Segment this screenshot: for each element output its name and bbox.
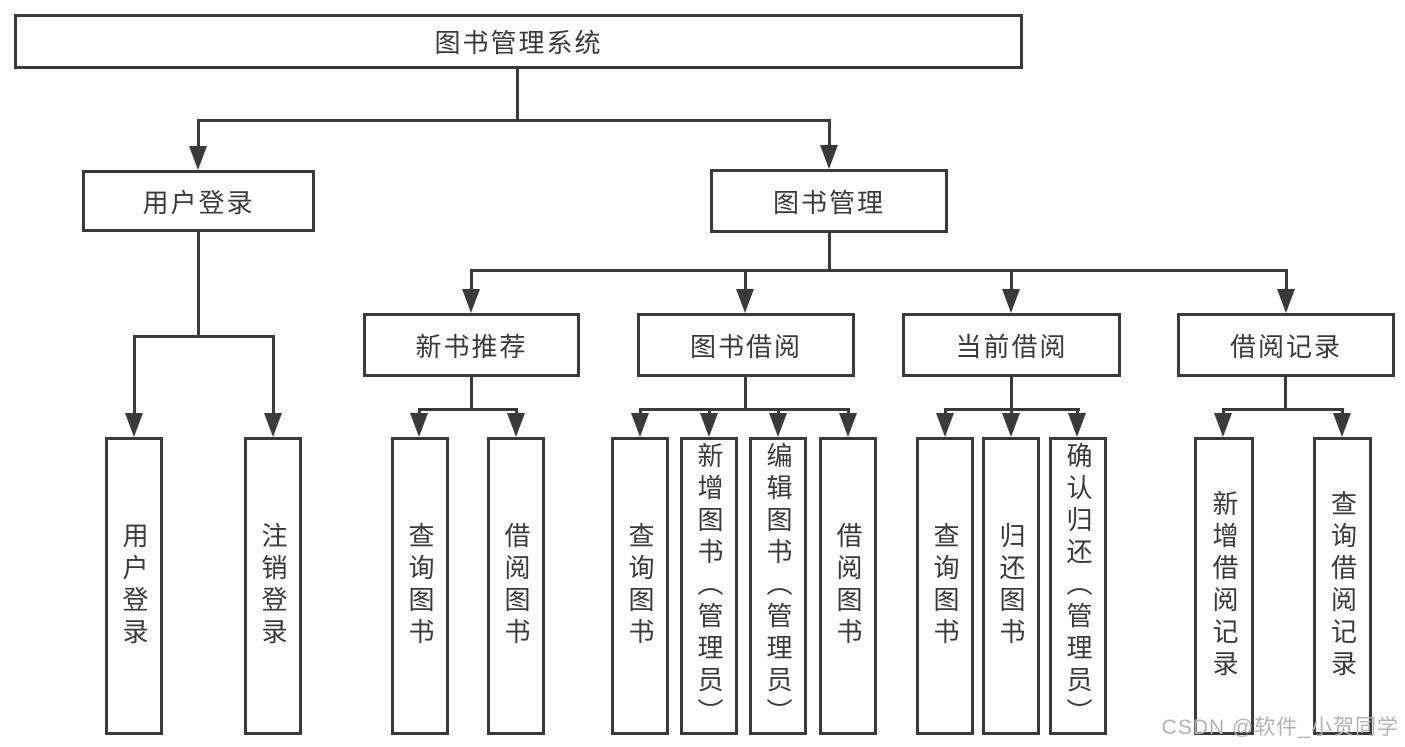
node-library-system: 图书管理系统 bbox=[14, 14, 1023, 69]
arrow-down-icon bbox=[1214, 413, 1232, 437]
connector-drop-leaf bbox=[272, 335, 275, 417]
leaf-cb-confirm-return-admin: 确认归还（管理员） bbox=[1049, 437, 1107, 735]
connector-level2-hline bbox=[197, 119, 831, 122]
connector-drop-leaf bbox=[1076, 408, 1079, 417]
leaf-logout: 注销登录 bbox=[244, 437, 302, 735]
node-label: 查询图书 bbox=[625, 522, 655, 650]
connector-drop-current-borrow bbox=[1010, 269, 1013, 293]
connector-drop-book-mgmt bbox=[828, 119, 831, 150]
arrow-down-icon bbox=[1002, 289, 1020, 313]
node-current-borrow: 当前借阅 bbox=[902, 313, 1121, 377]
leaf-bb-add-books-admin: 新增图书（管理员） bbox=[680, 437, 738, 735]
node-label: 确认归还（管理员） bbox=[1063, 442, 1093, 730]
arrow-down-icon bbox=[507, 413, 525, 437]
arrow-down-icon bbox=[1277, 289, 1295, 313]
node-label: 借阅图书 bbox=[501, 522, 531, 650]
connector-book-mgmt-vline bbox=[828, 233, 831, 272]
arrow-down-icon bbox=[125, 413, 143, 437]
arrow-down-icon bbox=[736, 289, 754, 313]
node-label: 新增借阅记录 bbox=[1209, 490, 1239, 682]
arrow-down-icon bbox=[1068, 413, 1086, 437]
connector-new-book-vline bbox=[470, 377, 473, 411]
node-label: 当前借阅 bbox=[955, 331, 1068, 362]
node-label: 图书管理 bbox=[772, 187, 885, 218]
arrow-down-icon bbox=[410, 413, 428, 437]
arrow-down-icon bbox=[1333, 413, 1351, 437]
connector-drop-leaf bbox=[1010, 408, 1013, 417]
leaf-cb-return-books: 归还图书 bbox=[982, 437, 1040, 735]
node-label: 借阅记录 bbox=[1229, 331, 1342, 362]
connector-new-book-hline bbox=[418, 408, 518, 411]
arrow-down-icon bbox=[631, 413, 649, 437]
node-label: 图书管理系统 bbox=[434, 28, 603, 58]
connector-drop-leaf bbox=[133, 335, 136, 417]
arrow-down-icon bbox=[769, 413, 787, 437]
connector-current-borrow-vline bbox=[1010, 377, 1013, 411]
arrow-down-icon bbox=[839, 413, 857, 437]
node-label: 新书推荐 bbox=[415, 331, 528, 362]
connector-borrow-records-vline bbox=[1284, 377, 1287, 411]
node-label: 新增图书（管理员） bbox=[694, 442, 724, 730]
connector-drop-new-book bbox=[470, 269, 473, 293]
leaf-nb-query-books: 查询图书 bbox=[391, 437, 449, 735]
connector-drop-leaf bbox=[1341, 408, 1344, 417]
arrow-down-icon bbox=[700, 413, 718, 437]
leaf-bb-edit-books-admin: 编辑图书（管理员） bbox=[749, 437, 807, 735]
leaf-br-query-record: 查询借阅记录 bbox=[1313, 437, 1372, 735]
node-book-management: 图书管理 bbox=[710, 169, 948, 233]
node-label: 编辑图书（管理员） bbox=[763, 442, 793, 730]
leaf-nb-borrow-books: 借阅图书 bbox=[487, 437, 545, 735]
arrow-down-icon bbox=[1002, 413, 1020, 437]
connector-drop-borrow-records bbox=[1285, 269, 1288, 293]
arrow-down-icon bbox=[264, 413, 282, 437]
connector-drop-leaf bbox=[708, 408, 711, 417]
connector-drop-leaf bbox=[515, 408, 518, 417]
connector-user-login-vline bbox=[197, 232, 200, 338]
connector-drop-leaf bbox=[418, 408, 421, 417]
node-label: 用户登录 bbox=[119, 522, 149, 650]
connector-drop-leaf bbox=[1222, 408, 1225, 417]
connector-drop-user-login bbox=[197, 119, 200, 150]
node-label: 查询图书 bbox=[405, 522, 435, 650]
connector-root-vline bbox=[516, 69, 519, 119]
node-new-book-recommend: 新书推荐 bbox=[363, 313, 580, 377]
node-user-login: 用户登录 bbox=[82, 170, 315, 232]
connector-drop-leaf bbox=[944, 408, 947, 417]
leaf-cb-query-books: 查询图书 bbox=[916, 437, 974, 735]
connector-book-borrow-vline bbox=[744, 377, 747, 411]
connector-user-login-hline bbox=[133, 335, 275, 338]
connector-drop-book-borrow bbox=[744, 269, 747, 293]
connector-book-borrow-hline bbox=[639, 408, 850, 411]
watermark: CSDN @软件_小贺同学 bbox=[1161, 716, 1399, 739]
arrow-down-icon bbox=[462, 289, 480, 313]
node-label: 图书借阅 bbox=[689, 331, 802, 362]
node-label: 借阅图书 bbox=[833, 522, 863, 650]
connector-level3-hline bbox=[470, 269, 1288, 272]
node-borrow-records: 借阅记录 bbox=[1177, 313, 1395, 377]
node-label: 查询图书 bbox=[930, 522, 960, 650]
connector-borrow-records-hline bbox=[1222, 408, 1344, 411]
leaf-bb-borrow-books: 借阅图书 bbox=[819, 437, 877, 735]
node-label: 注销登录 bbox=[258, 522, 288, 650]
leaf-user-login: 用户登录 bbox=[105, 437, 163, 735]
node-book-borrow: 图书借阅 bbox=[637, 313, 855, 377]
node-label: 查询借阅记录 bbox=[1327, 490, 1358, 682]
connector-drop-leaf bbox=[639, 408, 642, 417]
connector-drop-leaf bbox=[847, 408, 850, 417]
node-label: 归还图书 bbox=[996, 522, 1026, 650]
arrow-down-icon bbox=[189, 146, 207, 170]
leaf-bb-query-books: 查询图书 bbox=[611, 437, 669, 735]
arrow-down-icon bbox=[820, 145, 838, 169]
arrow-down-icon bbox=[936, 413, 954, 437]
connector-drop-leaf bbox=[777, 408, 780, 417]
leaf-br-add-record: 新增借阅记录 bbox=[1194, 437, 1254, 735]
node-label: 用户登录 bbox=[142, 187, 255, 218]
